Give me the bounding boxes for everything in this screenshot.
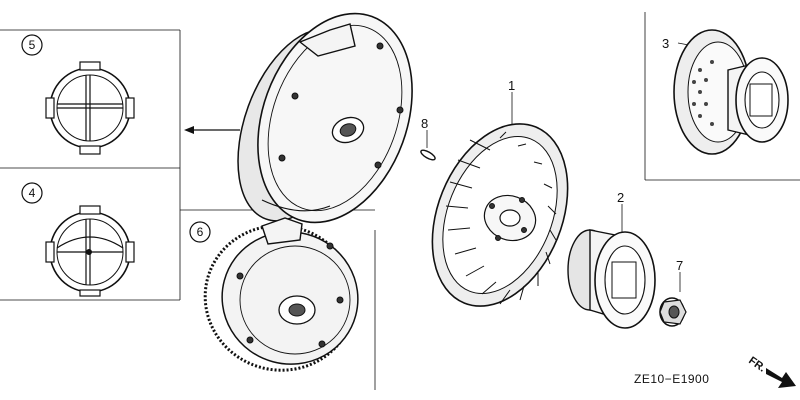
front-direction-label: FR.	[746, 355, 767, 375]
inset-label-5-text: 5	[29, 38, 36, 52]
flywheel-main	[237, 12, 413, 224]
flange-nut-part-7: 7	[659, 258, 687, 327]
fan-blades	[445, 131, 557, 305]
reference-arrow	[184, 126, 240, 134]
pulley-screen-part-3: 3	[662, 29, 789, 155]
flywheel-ring-gear	[203, 217, 359, 372]
callout-2-text: 2	[617, 190, 624, 205]
screen-holes	[692, 60, 714, 126]
callout-8-text: 8	[421, 116, 428, 131]
callout-7-text: 7	[676, 258, 683, 273]
front-direction-indicator: FR.	[746, 355, 796, 388]
right-inset-frame	[644, 12, 800, 181]
inset-label-4: 4	[21, 182, 43, 204]
callout-1-text: 1	[508, 78, 515, 93]
starter-pulley-part-2: 2	[567, 190, 656, 329]
diagram-code: ZE10−E1900	[634, 372, 709, 386]
inset-label-6: 6	[189, 221, 211, 243]
callout-3-text: 3	[662, 36, 669, 51]
cooling-fan-part-1: 1	[431, 78, 569, 307]
front-direction-arrow-icon	[766, 368, 796, 388]
inset-label-4-text: 4	[29, 186, 36, 200]
rotor-type-4	[45, 205, 135, 297]
rotor-type-5	[45, 61, 135, 155]
inset-label-6-text: 6	[197, 225, 204, 239]
woodruff-key-part-8: 8	[420, 116, 436, 161]
inset-label-5: 5	[21, 34, 43, 56]
